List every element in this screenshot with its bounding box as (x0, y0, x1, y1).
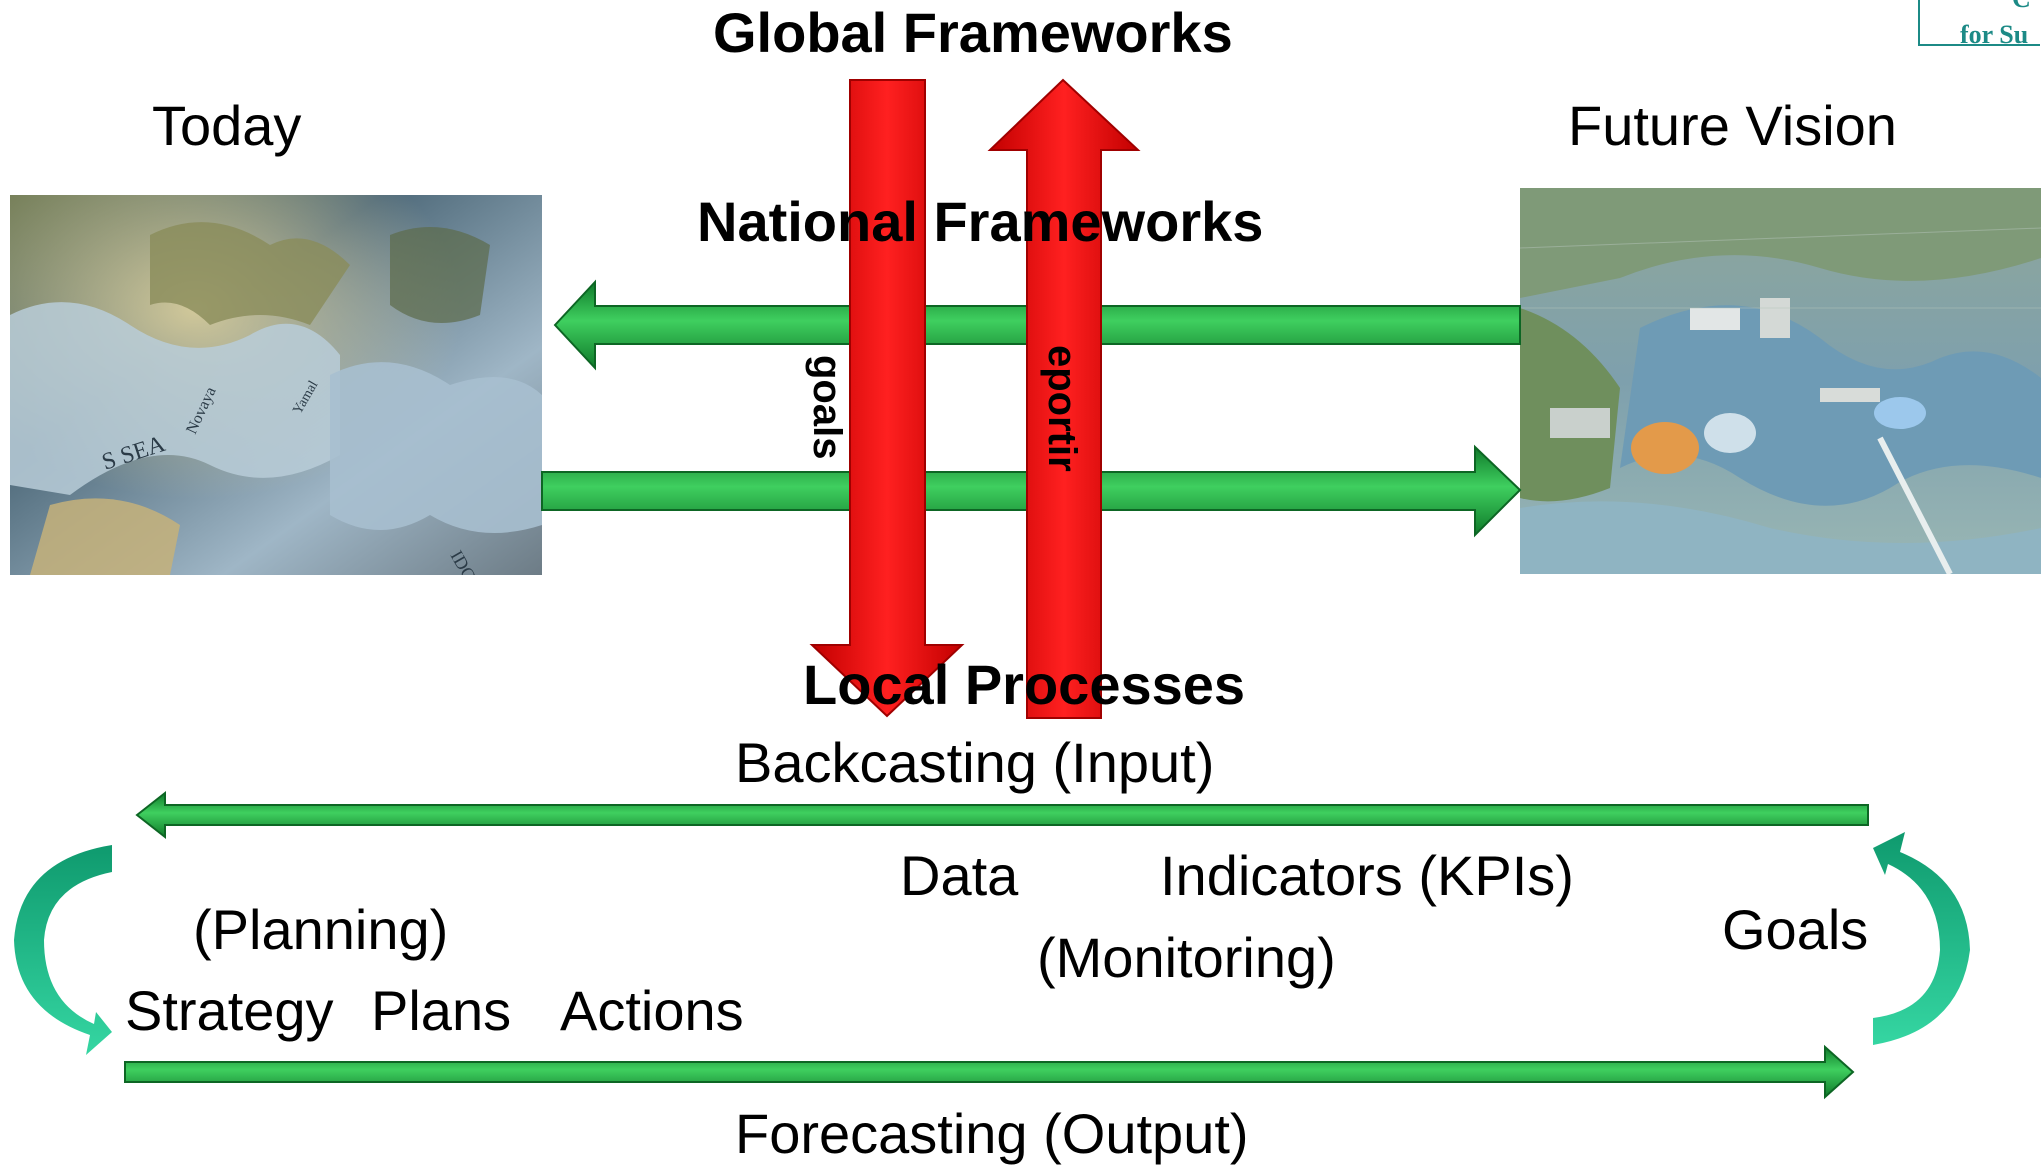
left-cycle-arrow (14, 845, 112, 1055)
actions-label: Actions (560, 979, 744, 1042)
goals-arrow-label: goals (805, 355, 849, 460)
national-frameworks-label: National Frameworks (697, 190, 1264, 253)
org-logo (1918, 0, 2040, 46)
logo-line-2: for Su (1960, 20, 2029, 49)
backcasting-label: Backcasting (Input) (735, 731, 1215, 794)
plans-label: Plans (371, 979, 512, 1042)
planning-label: (Planning) (193, 898, 449, 961)
goals-label: Goals (1722, 898, 1869, 961)
forecasting-label: Forecasting (Output) (735, 1102, 1249, 1165)
today-photo: S SEA Novaya Yamal IDC (10, 195, 542, 575)
logo-line-1: C (2012, 0, 2031, 12)
reporting-arrow-label: eportir (1040, 345, 1084, 472)
future-vision-photo (1520, 188, 2041, 574)
local-processes-label: Local Processes (803, 653, 1246, 716)
today-label: Today (152, 94, 302, 157)
global-frameworks-title: Global Frameworks (713, 1, 1233, 64)
goals-down-arrow (809, 79, 965, 718)
future-vision-label: Future Vision (1568, 94, 1897, 157)
data-label: Data (900, 844, 1019, 907)
backcasting-arrow (135, 790, 1869, 840)
monitoring-label: (Monitoring) (1037, 926, 1336, 989)
reporting-up-arrow (987, 78, 1141, 719)
forecasting-arrow (124, 1044, 1855, 1100)
indicators-label: Indicators (KPIs) (1160, 844, 1574, 907)
right-cycle-arrow (1873, 832, 1970, 1045)
strategy-label: Strategy (125, 979, 334, 1042)
